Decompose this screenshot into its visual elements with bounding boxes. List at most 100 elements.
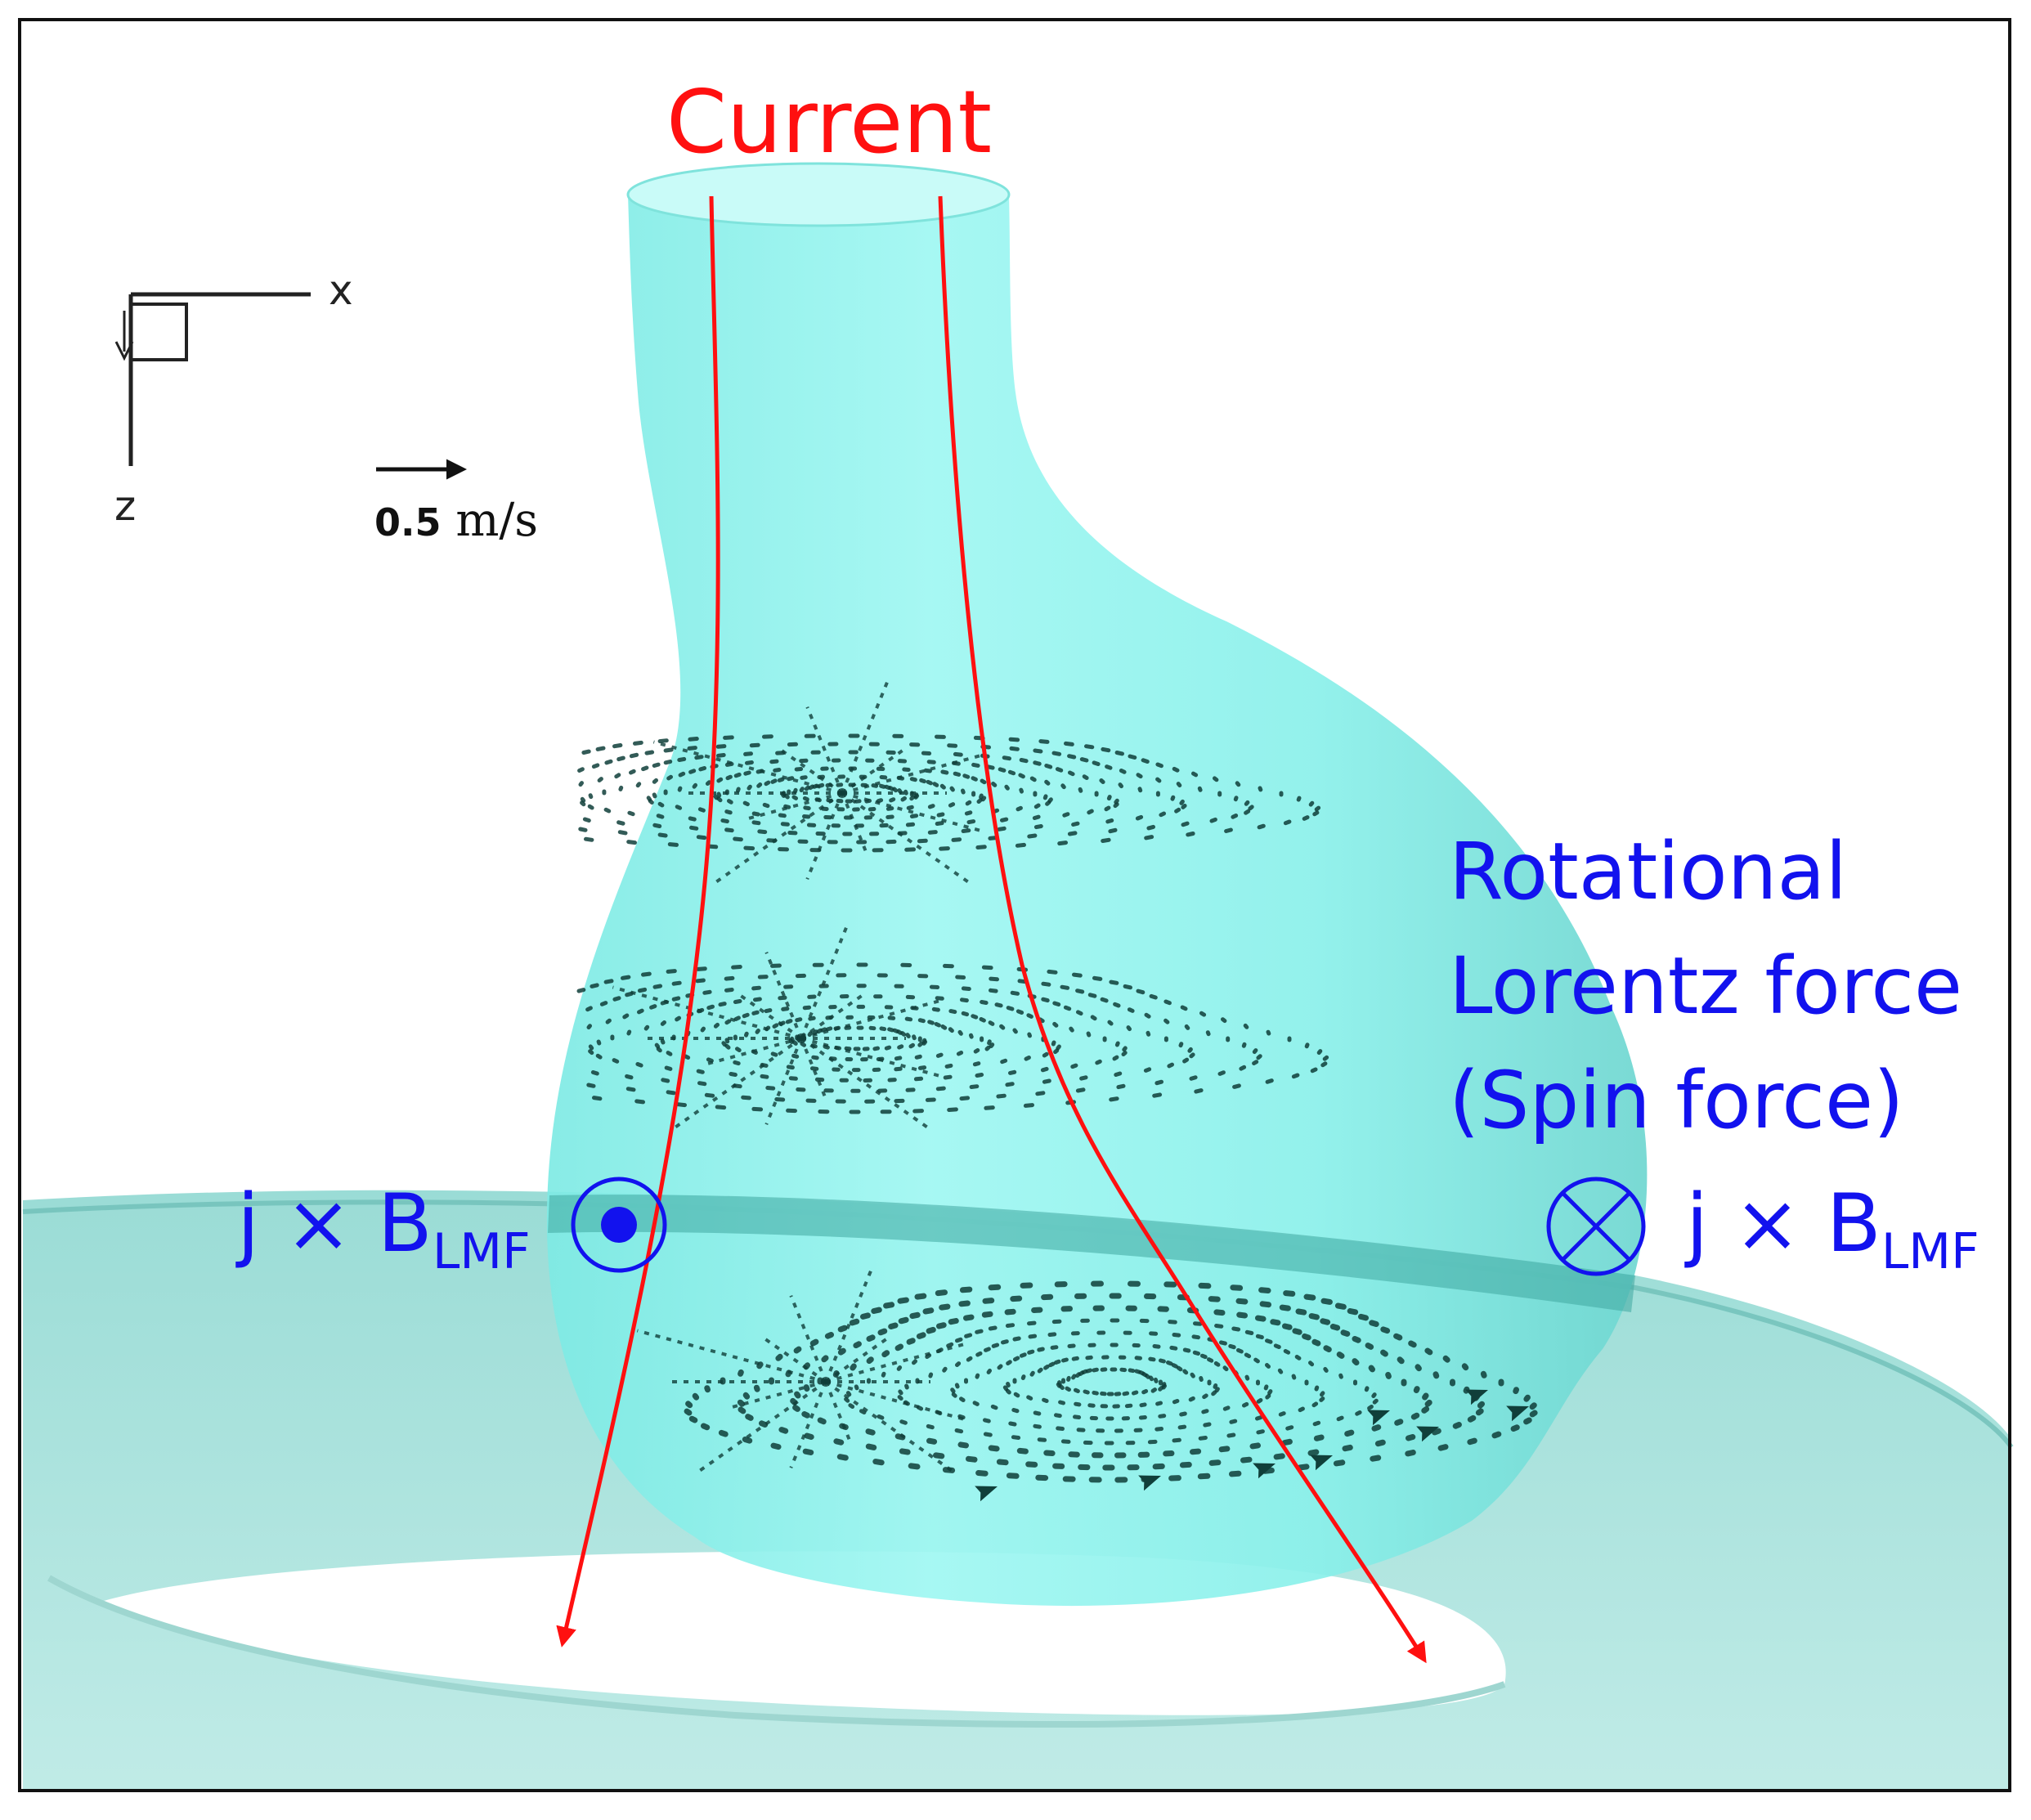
velocity-vector (1106, 808, 1109, 809)
velocity-vector (1183, 806, 1185, 808)
velocity-vector (966, 813, 970, 814)
velocity-vector (1146, 1376, 1148, 1378)
velocity-vector (891, 1325, 895, 1327)
velocity-vector (1361, 1316, 1366, 1318)
velocity-vector (1000, 769, 1004, 770)
velocity-vector (1007, 1325, 1012, 1326)
velocity-vector (745, 803, 747, 805)
velocity-vector (1078, 991, 1083, 992)
velocity-vector (1140, 789, 1141, 791)
velocity-vector (738, 1049, 740, 1051)
velocity-vector (662, 1023, 664, 1024)
velocity-vector (878, 800, 881, 801)
velocity-vector (736, 1018, 738, 1020)
velocity-vector (1002, 1026, 1003, 1028)
velocity-vector (685, 1056, 688, 1058)
velocity-vector (593, 1073, 597, 1074)
velocity-vector (1191, 1055, 1193, 1056)
rotational-label-line1: Rotational (1449, 832, 1847, 911)
velocity-vector (778, 1356, 780, 1358)
velocity-vector (698, 1071, 702, 1072)
velocity-vector (1192, 1374, 1193, 1376)
velocity-vector (668, 1053, 670, 1055)
velocity-vector (1355, 1339, 1358, 1341)
velocity-vector (802, 1044, 805, 1046)
velocity-vector (797, 1394, 798, 1396)
velocity-vector (1073, 1065, 1076, 1067)
velocity-vector (1428, 1351, 1430, 1352)
velocity-vector (881, 786, 884, 787)
velocity-vector (943, 1027, 945, 1029)
velocity-vector (1103, 749, 1109, 750)
velocity-vector (1013, 1298, 1020, 1299)
velocity-vector (930, 1374, 931, 1376)
velocity-vector (1323, 1321, 1328, 1322)
velocity-vector (805, 1451, 811, 1452)
velocity-vector (1254, 1051, 1256, 1052)
velocity-vector (1157, 1082, 1162, 1083)
velocity-vector (975, 1051, 978, 1052)
velocity-vector (963, 988, 969, 989)
force-label-right: j × BLMF (1686, 1177, 1979, 1280)
velocity-vector (584, 751, 589, 752)
velocity-vector (862, 1411, 864, 1413)
velocity-vector (1115, 805, 1117, 806)
velocity-vector (801, 789, 802, 791)
velocity-vector (1285, 1326, 1290, 1327)
velocity-vector (1074, 1358, 1077, 1359)
velocity-vector (663, 1080, 668, 1081)
velocity-vector (655, 825, 660, 826)
velocity-vector (1298, 1311, 1304, 1312)
velocity-vector (1046, 1366, 1048, 1368)
velocity-vector (1119, 1086, 1123, 1087)
velocity-vector (594, 1098, 600, 1099)
velocity-vector (949, 1109, 957, 1110)
velocity-vector (888, 817, 892, 818)
velocity-vector (848, 1393, 849, 1395)
velocity-vector (1258, 1056, 1260, 1058)
velocity-vector (1150, 1359, 1154, 1360)
velocity-vector (902, 1422, 906, 1423)
velocity-vector (1470, 1441, 1474, 1442)
velocity-vector (1256, 1360, 1258, 1361)
velocity-vector (1229, 1435, 1234, 1436)
velocity-vector (1357, 1413, 1360, 1414)
velocity-vector (666, 750, 671, 751)
velocity-vector (1011, 739, 1018, 740)
velocity-vector (1323, 1064, 1325, 1065)
velocity-vector (886, 1305, 892, 1306)
velocity-vector (1182, 1464, 1189, 1465)
velocity-vector (1345, 1447, 1350, 1448)
velocity-vector (1163, 1386, 1164, 1387)
velocity-vector (729, 801, 732, 803)
velocity-vector (796, 1349, 799, 1351)
velocity-vector (1174, 1440, 1179, 1441)
velocity-vector (796, 1408, 798, 1410)
force-left-sub: LMF (433, 1223, 531, 1280)
velocity-vector (658, 1049, 660, 1051)
velocity-vector (1178, 784, 1180, 786)
velocity-vector (743, 1097, 750, 1098)
velocity-vector (1069, 756, 1074, 757)
velocity-vector (1196, 1091, 1201, 1092)
velocity-vector (1056, 1051, 1057, 1052)
velocity-vector (1108, 821, 1112, 822)
velocity-vector (1527, 1420, 1530, 1422)
velocity-vector (1158, 1403, 1161, 1404)
velocity-vector (594, 765, 597, 767)
velocity-vector (1266, 1387, 1267, 1388)
velocity-vector (1273, 1322, 1278, 1323)
velocity-vector (1470, 1418, 1473, 1419)
velocity-vector (647, 752, 652, 753)
velocity-vector (717, 1107, 724, 1108)
velocity-vector (599, 779, 601, 781)
velocity-vector (840, 1457, 845, 1458)
velocity-vector (783, 1009, 787, 1010)
velocity-vector (1173, 1365, 1176, 1367)
velocity-vector (1101, 781, 1103, 782)
velocity-vector (773, 1446, 778, 1447)
velocity-vector (1374, 1428, 1379, 1429)
velocity-vector (1050, 800, 1051, 801)
velocity-vector (692, 1419, 695, 1420)
velocity-vector (1094, 763, 1098, 764)
